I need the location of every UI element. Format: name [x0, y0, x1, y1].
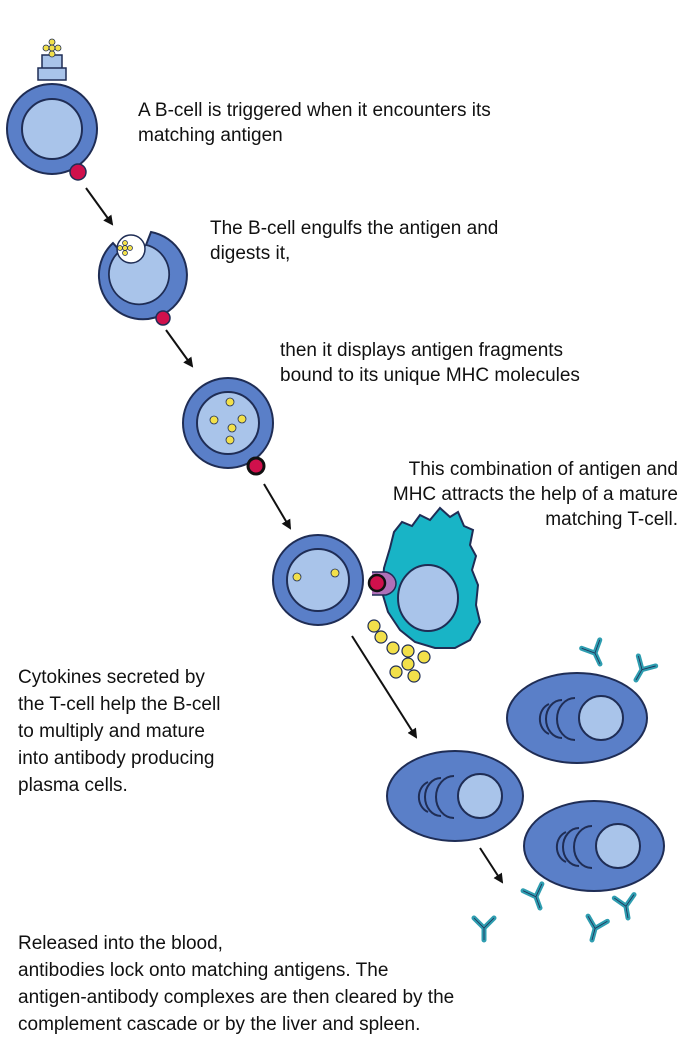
antibody-icon — [614, 895, 638, 920]
antigen-icon — [117, 240, 133, 256]
bcell-stage-3 — [182, 377, 274, 476]
text-line: The B-cell engulfs the antigen and — [210, 218, 499, 239]
bcell-stage-4 — [272, 534, 364, 626]
text-line: matching T-cell. — [545, 509, 678, 530]
antigen-fragments — [209, 397, 247, 445]
step-5-text: Cytokines secreted by the T-cell help th… — [18, 664, 220, 799]
arrow — [263, 483, 292, 530]
mhc-molecule — [246, 456, 266, 476]
mhc-molecule — [69, 163, 87, 181]
arrow — [479, 847, 504, 884]
step-4-text: This combination of antigen and MHC attr… — [393, 457, 678, 532]
arrow — [85, 187, 114, 226]
text-line: digests it, — [210, 243, 291, 264]
text-line: plasma cells. — [18, 775, 128, 796]
tcell — [367, 506, 482, 649]
text-line: matching antigen — [138, 125, 283, 146]
text-line: to multiply and mature — [18, 721, 205, 742]
text-line: Cytokines secreted by — [18, 667, 205, 688]
text-line: antibodies lock onto matching antigens. … — [18, 960, 389, 981]
text-line: Released into the blood, — [18, 933, 223, 954]
text-line: MHC attracts the help of a mature — [392, 484, 678, 505]
text-line: antigen-antibody complexes are then clea… — [18, 987, 455, 1008]
mhc-molecule — [155, 310, 171, 326]
antibody-icon — [627, 656, 655, 685]
antibody-icon — [523, 884, 549, 912]
step-2-text: The B-cell engulfs the antigen and diges… — [210, 216, 498, 266]
arrow — [351, 635, 418, 739]
plasma-cell-1 — [506, 672, 648, 764]
antibody-icon — [582, 640, 609, 668]
antibody-icon — [474, 918, 494, 940]
step-3-text: then it displays antigen fragments bound… — [280, 338, 580, 388]
cytokines — [367, 619, 431, 683]
bcell-stage-2 — [97, 230, 188, 326]
plasma-cell-2 — [386, 750, 524, 842]
antibody-icon — [582, 916, 607, 942]
bcell-stage-1 — [6, 38, 98, 181]
text-line: complement cascade or by the liver and s… — [18, 1014, 421, 1035]
text-line: This combination of antigen and — [408, 459, 678, 480]
plasma-cell-3 — [523, 800, 665, 892]
step-6-text: Released into the blood, antibodies lock… — [18, 930, 454, 1038]
text-line: bound to its unique MHC molecules — [280, 365, 580, 386]
text-line: into antibody producing — [18, 748, 215, 769]
arrow — [165, 329, 194, 368]
text-line: A B-cell is triggered when it encounters… — [138, 100, 491, 121]
text-line: the T-cell help the B-cell — [18, 694, 221, 715]
step-1-text: A B-cell is triggered when it encounters… — [138, 98, 491, 148]
antigen-icon — [42, 38, 62, 58]
mhc-molecule — [367, 573, 387, 593]
text-line: then it displays antigen fragments — [280, 340, 564, 361]
